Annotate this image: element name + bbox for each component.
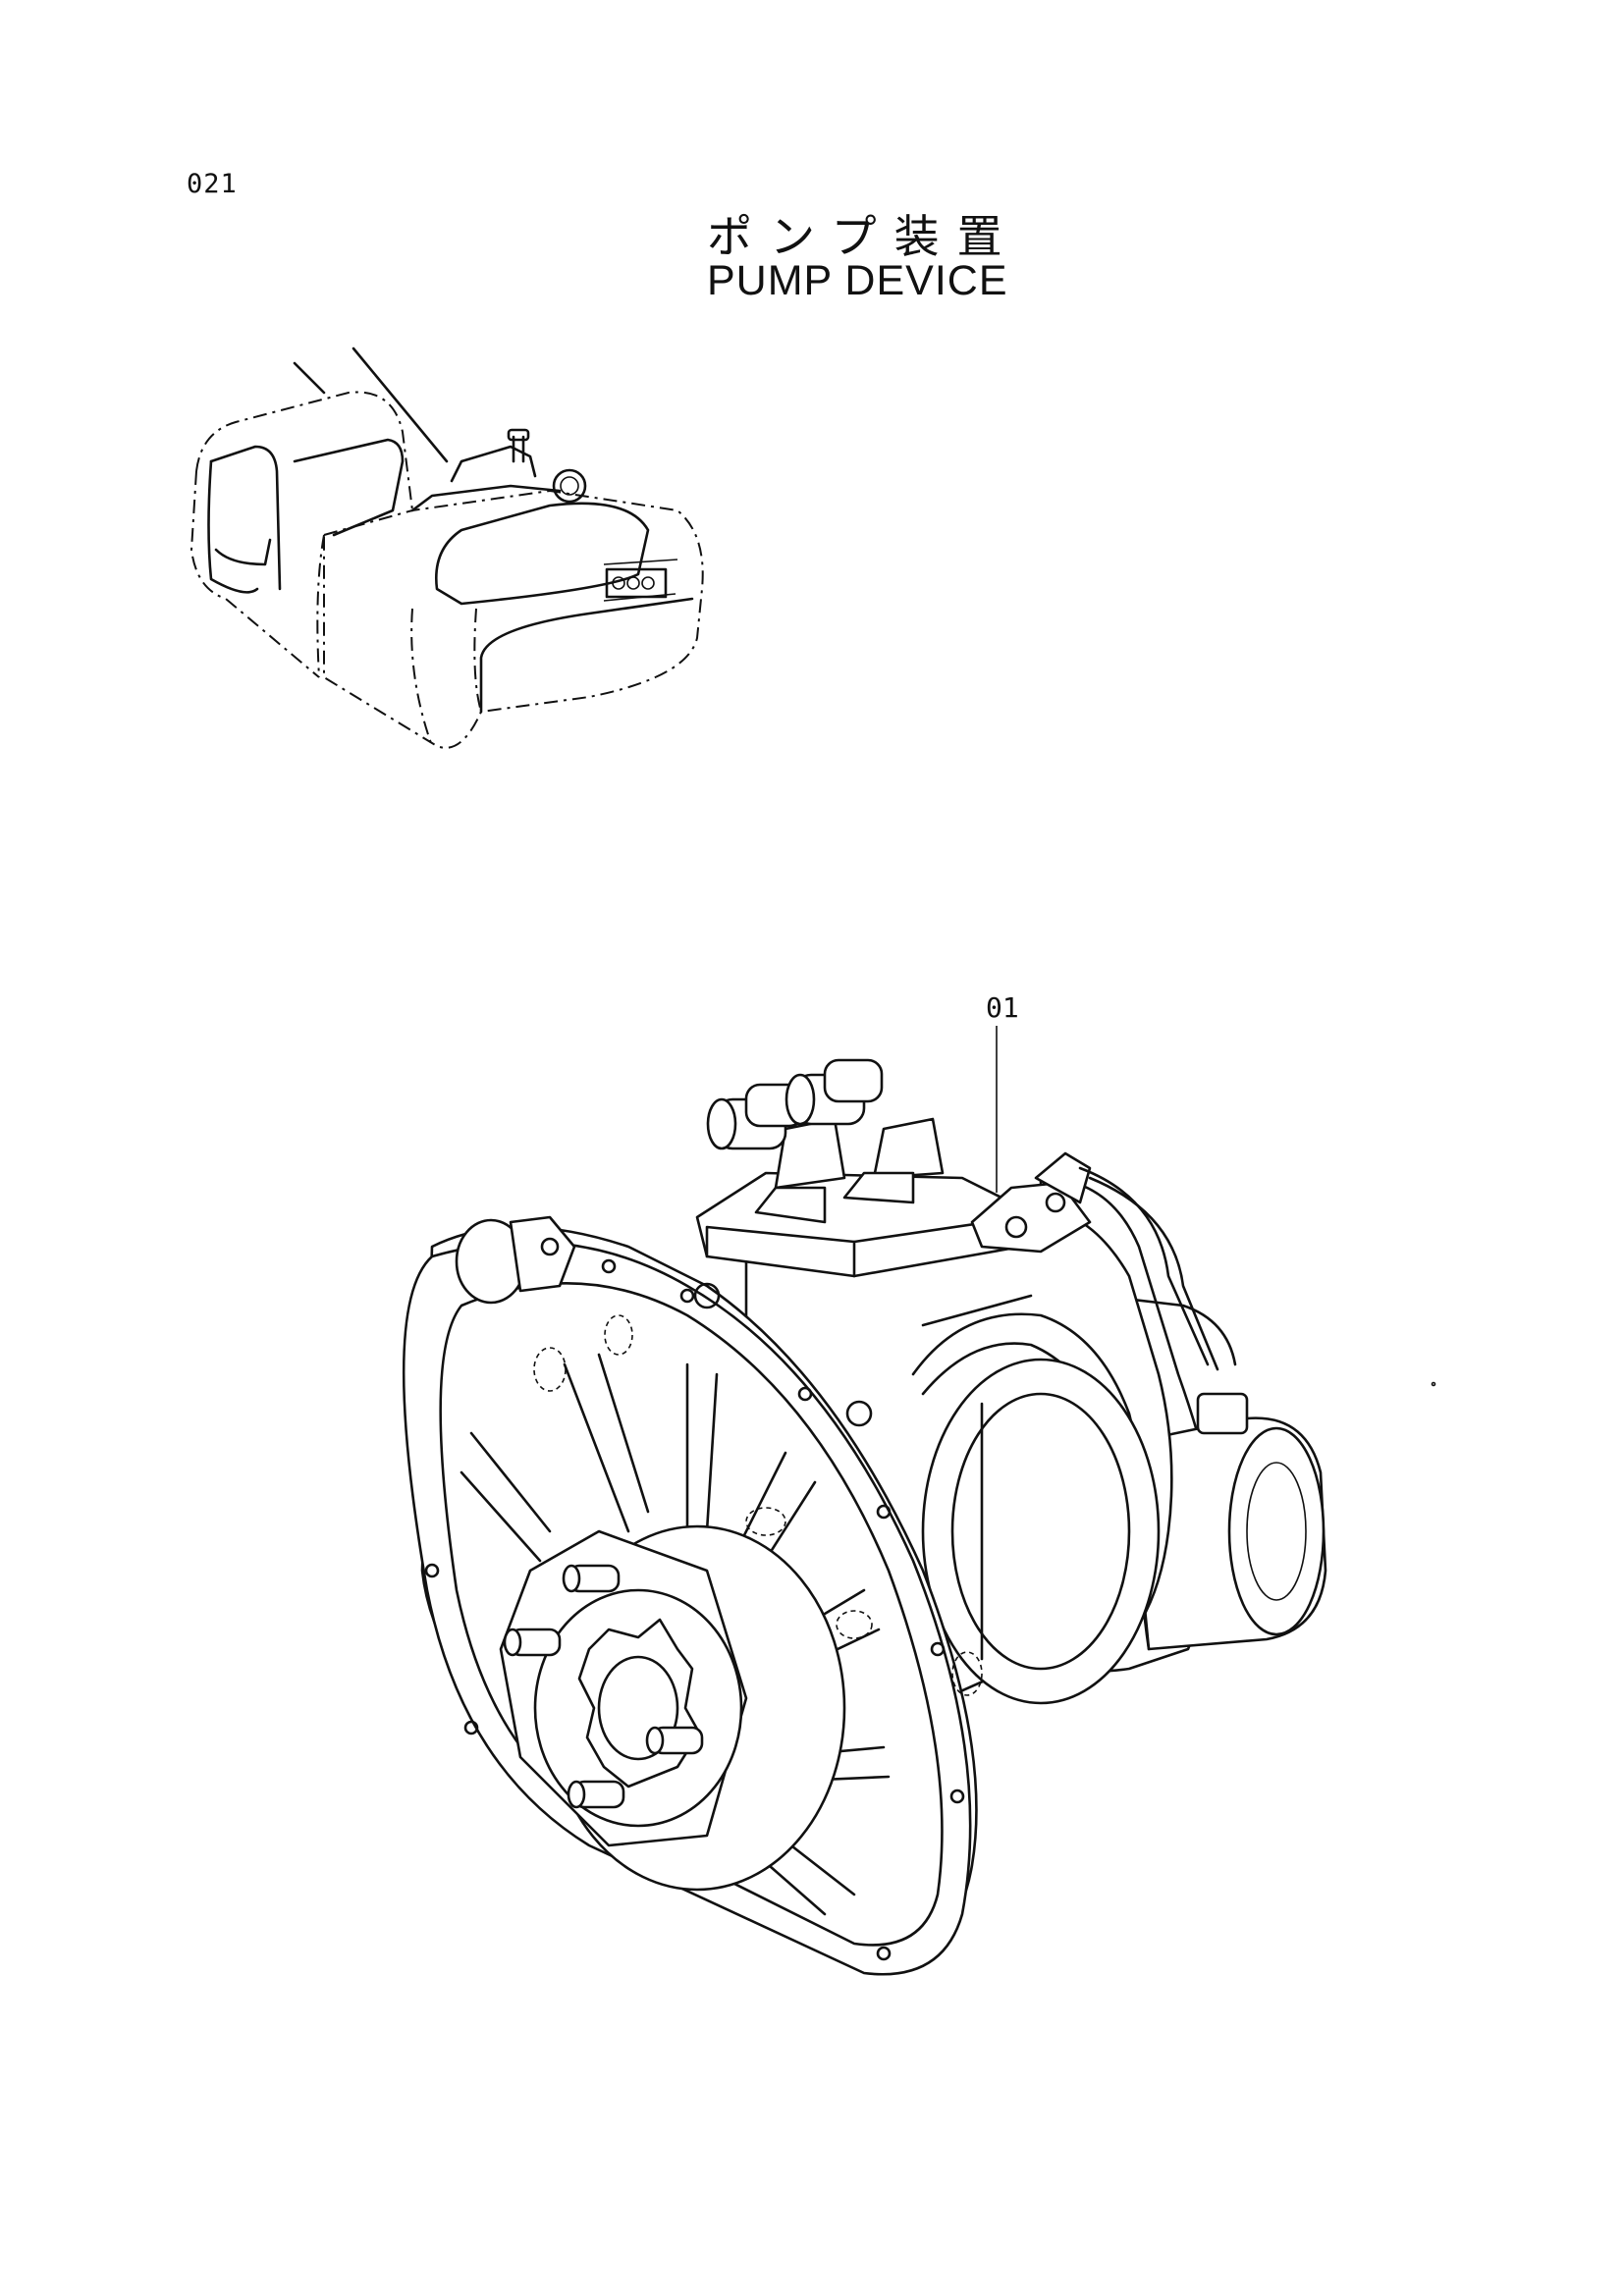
page-title-english: PUMP DEVICE — [707, 257, 1008, 304]
page-title-japanese: ポンプ装置 — [707, 210, 1020, 263]
solenoid-valves — [706, 1058, 945, 1224]
excavator-location-sketch — [189, 347, 704, 749]
coupling-studs — [503, 1564, 704, 1809]
scan-dot — [1431, 1381, 1436, 1387]
pump-assembly — [402, 1058, 1327, 1976]
coupling-hub — [499, 1524, 846, 1892]
pump-location-marker — [603, 559, 678, 602]
page-number: 021 — [187, 169, 238, 199]
callout-label-01: 01 — [986, 991, 1019, 1024]
